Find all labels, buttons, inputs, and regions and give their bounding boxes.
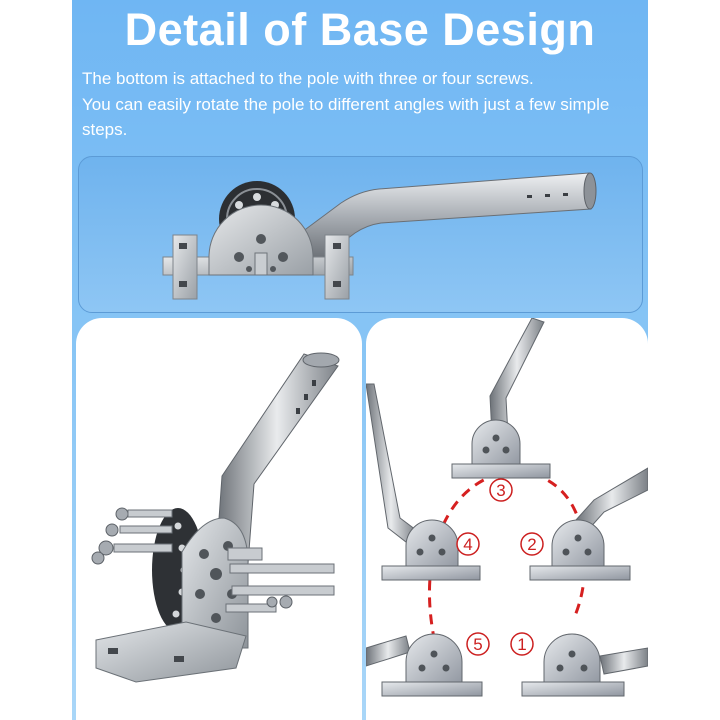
short-bolt — [225, 603, 277, 613]
mount-position-5 — [366, 633, 483, 697]
mount-position-2 — [529, 467, 648, 581]
exploded-view-card — [76, 318, 362, 720]
description-line-1: The bottom is attached to the pole with … — [82, 69, 534, 88]
assembled-mount-illustration — [162, 172, 597, 300]
step-badge-4: 4 — [456, 532, 480, 556]
long-bolt-2 — [231, 585, 335, 596]
rotation-steps-illustration: 3 4 2 5 1 — [366, 318, 648, 697]
base-foot — [95, 621, 247, 683]
mount-position-1 — [521, 633, 648, 697]
assembled-mount-card — [78, 156, 643, 313]
mount-position-3 — [451, 318, 551, 479]
page-title: Detail of Base Design — [124, 4, 596, 55]
washer — [115, 507, 129, 521]
center-bolt — [254, 252, 268, 276]
mount-position-4 — [366, 383, 481, 581]
step-number-2: 2 — [527, 535, 536, 554]
rotation-path-left — [428, 468, 517, 639]
bracket — [227, 547, 263, 561]
base-foot-right — [324, 234, 350, 300]
step-number-5: 5 — [473, 635, 482, 654]
step-badge-5: 5 — [466, 632, 490, 656]
step-number-4: 4 — [463, 535, 472, 554]
exploded-view-illustration — [91, 352, 340, 683]
step-badge-1: 1 — [510, 632, 534, 656]
step-badge-3: 3 — [489, 478, 513, 502]
step-badge-2: 2 — [520, 532, 544, 556]
step-number-1: 1 — [517, 635, 526, 654]
rotation-steps-card: 3 4 2 5 1 — [366, 318, 648, 720]
product-detail-graphic: Detail of Base Design The bottom is atta… — [72, 0, 648, 720]
long-bolt-1 — [229, 563, 335, 574]
description-line-2: You can easily rotate the pole to differ… — [82, 95, 610, 139]
step-number-3: 3 — [496, 481, 505, 500]
